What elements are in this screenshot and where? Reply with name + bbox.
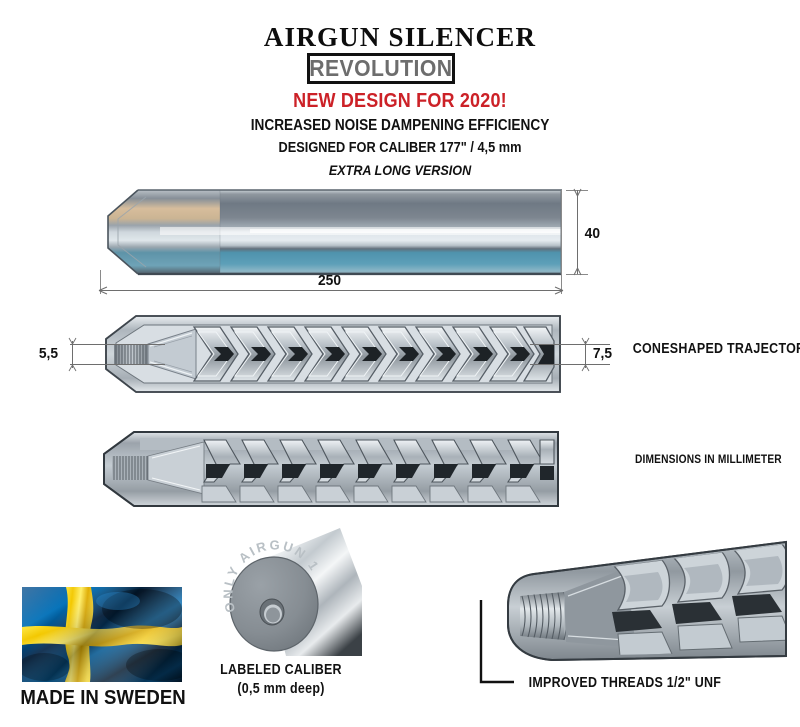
tagline-version: EXTRA LONG VERSION xyxy=(328,162,472,178)
label-caliber-line1: LABELED CALIBER xyxy=(220,662,342,678)
exterior-side-view xyxy=(100,186,562,278)
endcap-detail-view: ONLY AIRGUN 177 xyxy=(216,528,362,658)
cutaway-3d-view xyxy=(100,430,562,510)
annotation-coneshaped-trajectory: CONESHAPED TRAJECTORY xyxy=(632,341,800,357)
swedish-flag xyxy=(22,587,182,682)
tagline-noise-efficiency: INCREASED NOISE DAMPENING EFFICIENCY xyxy=(250,117,550,134)
label-made-in-sweden: MADE IN SWEDEN xyxy=(20,687,186,709)
brand-badge: REVOLUTION xyxy=(307,53,455,84)
tagline-new-design: NEW DESIGN FOR 2020! xyxy=(293,90,507,112)
dimension-bore-outlet-value: 7,5 xyxy=(592,345,613,362)
note-units: DIMENSIONS IN MILLIMETER xyxy=(634,452,782,466)
dimension-bore-inlet-value: 5,5 xyxy=(38,345,59,362)
cutaway-section-view xyxy=(100,313,562,395)
brand-name: REVOLUTION xyxy=(309,55,453,81)
dimension-length-value: 250 xyxy=(318,272,342,289)
label-caliber-line2: (0,5 mm deep) xyxy=(237,681,325,697)
dimension-diameter-value: 40 xyxy=(584,225,601,242)
tagline-caliber: DESIGNED FOR CALIBER 177" / 4,5 mm xyxy=(278,140,522,156)
page-title: AIRGUN SILENCER xyxy=(263,22,537,52)
thread-detail-view xyxy=(486,536,796,664)
annotation-improved-threads: IMPROVED THREADS 1/2" UNF xyxy=(528,675,722,691)
